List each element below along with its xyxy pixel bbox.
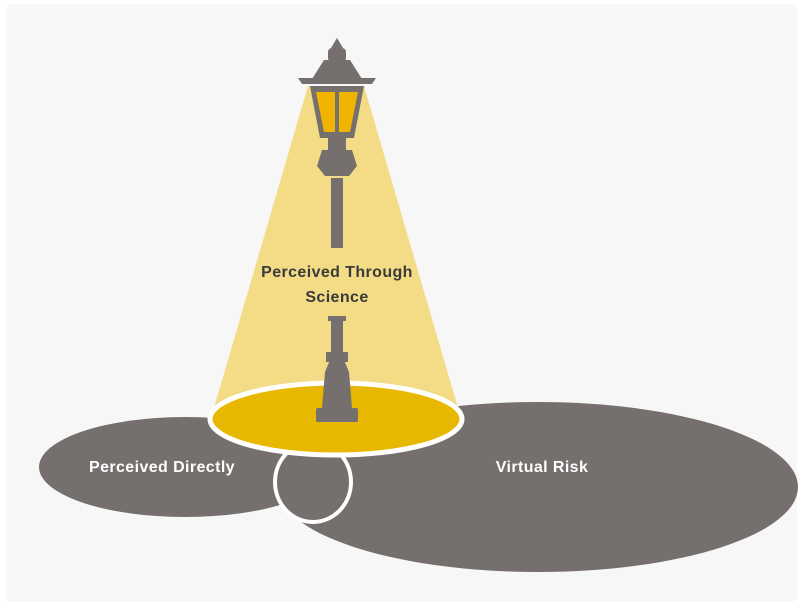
lamppost-icon: [298, 38, 376, 422]
perceived-directly-label: Perceived Directly: [89, 459, 235, 476]
virtual-risk-label: Virtual Risk: [496, 459, 589, 476]
science-label-line2: Science: [305, 289, 368, 306]
science-label-line1: Perceived Through: [261, 264, 413, 281]
